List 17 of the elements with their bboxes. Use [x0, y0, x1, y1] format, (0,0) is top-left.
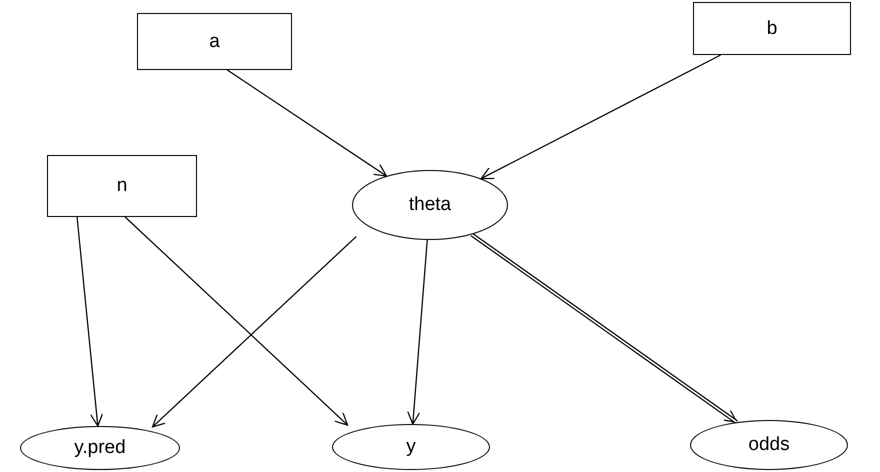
node-label: y — [406, 435, 416, 459]
arrow — [152, 236, 357, 428]
arrow — [124, 216, 348, 426]
node-label: n — [116, 174, 128, 198]
double-line-arrow — [470, 232, 738, 424]
arrow — [407, 240, 428, 425]
arrow — [76, 216, 104, 427]
node-label: b — [766, 16, 778, 40]
node-label: a — [209, 30, 220, 54]
arrow — [226, 70, 388, 177]
rect-node — [47, 155, 197, 217]
arrow — [480, 54, 721, 180]
rect-node — [137, 13, 292, 70]
node-label: y.pred — [74, 436, 126, 460]
rect-node — [693, 2, 851, 55]
node-label: theta — [408, 193, 452, 217]
node-label: odds — [748, 433, 790, 457]
